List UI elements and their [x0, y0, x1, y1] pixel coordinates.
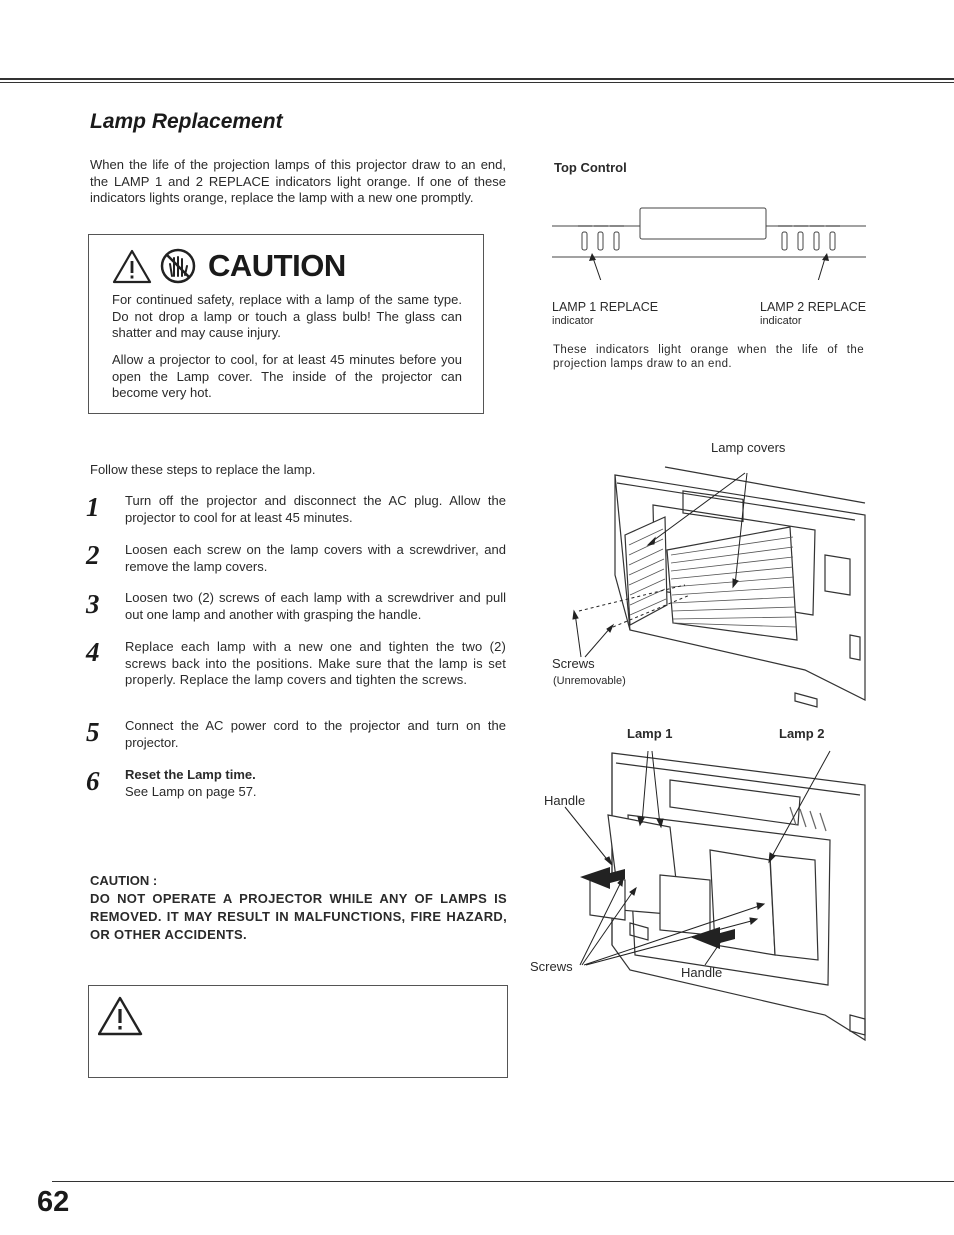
- lamp-removal-illustration: [564, 750, 866, 1042]
- handle-label: Handle: [681, 965, 723, 980]
- caution-paragraph-1: For continued safety, replace with a lam…: [112, 292, 462, 340]
- warning-triangle-icon: [112, 249, 152, 284]
- caution-heading: CAUTION: [208, 248, 346, 283]
- unremovable-label: (Unremovable): [553, 675, 626, 687]
- screws-label: Screws: [552, 656, 595, 671]
- step-6: Reset the Lamp time. See Lamp on page 57…: [125, 767, 506, 800]
- lamp-covers-label: Lamp covers: [711, 440, 786, 455]
- caution-notice-heading: CAUTION :: [90, 873, 158, 888]
- lamp2-label: Lamp 2: [779, 726, 825, 741]
- top-control-illustration: [552, 207, 866, 280]
- step-title: Reset the Lamp time.: [125, 767, 256, 782]
- header-rule-thin: [0, 82, 954, 83]
- step-text: See Lamp on page 57.: [125, 783, 257, 799]
- lamp1-label: Lamp 1: [627, 726, 673, 741]
- step-text: Loosen two (2) screws of each lamp with …: [125, 590, 506, 622]
- do-not-touch-icon: [160, 248, 196, 284]
- caution-box: [88, 234, 484, 414]
- page-number: 62: [37, 1186, 70, 1218]
- footer-rule: [52, 1181, 954, 1182]
- step-number: 3: [86, 589, 100, 619]
- step-text: Replace each lamp with a new one and tig…: [125, 639, 506, 687]
- caution-notice-text: DO NOT OPERATE A PROJECTOR WHILE ANY OF …: [90, 891, 507, 942]
- caution-notice: CAUTION : DO NOT OPERATE A PROJECTOR WHI…: [90, 872, 507, 944]
- caution-paragraph-2: Allow a projector to cool, for at least …: [112, 352, 462, 400]
- step-text: Connect the AC power cord to the project…: [125, 718, 506, 750]
- header-rule: [0, 78, 954, 80]
- step-number: 1: [86, 492, 100, 522]
- handle-label: Handle: [544, 793, 586, 808]
- lamp1-indicator-label: LAMP 1 REPLACE indicator: [552, 300, 659, 327]
- steps-intro: Follow these steps to replace the lamp.: [90, 462, 316, 477]
- warning-box: [88, 985, 508, 1078]
- top-control-title: Top Control: [554, 160, 627, 175]
- step-number: 4: [86, 637, 100, 667]
- step-text: Loosen each screw on the lamp covers wit…: [125, 542, 506, 574]
- indicator-note: These indicators light orange when the l…: [553, 344, 864, 370]
- page-title: Lamp Replacement: [90, 110, 283, 133]
- step-number: 6: [86, 766, 100, 796]
- step-number: 2: [86, 540, 100, 570]
- step-text: Turn off the projector and disconnect th…: [125, 493, 506, 525]
- intro-paragraph: When the life of the projection lamps of…: [90, 157, 506, 205]
- caution-symbols: [112, 248, 196, 284]
- step-number: 5: [86, 717, 100, 747]
- warning-triangle-icon: [98, 996, 143, 1036]
- lamp2-indicator-label: LAMP 2 REPLACE indicator: [760, 300, 867, 327]
- lamp-covers-illustration: [572, 466, 866, 708]
- screws-label: Screws: [530, 959, 573, 974]
